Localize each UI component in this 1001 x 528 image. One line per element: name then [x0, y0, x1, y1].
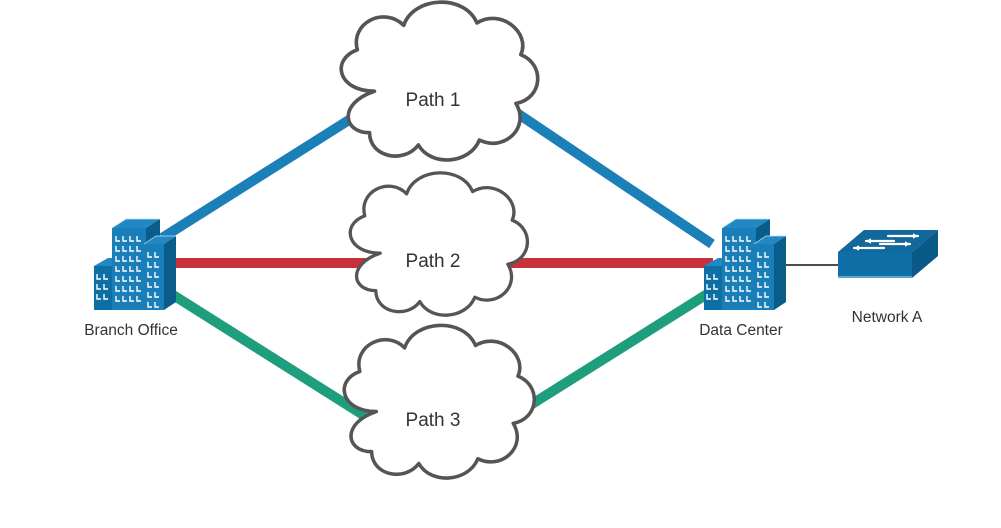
network-switch-icon	[836, 228, 940, 280]
link-path3-to-datacenter	[502, 286, 715, 426]
node-branch-office[interactable]: Branch Office	[84, 218, 178, 339]
cloud-path3[interactable]: Path 3	[342, 323, 537, 480]
cloud-shape-path3	[342, 323, 537, 480]
link-path1-to-datacenter	[502, 100, 715, 249]
office-building-icon	[703, 218, 787, 311]
network-a-label: Network A	[852, 309, 923, 326]
node-data-center[interactable]: Data Center	[699, 218, 787, 339]
link-branch-to-path3	[159, 283, 371, 423]
link-layer	[159, 100, 843, 426]
node-network-a[interactable]: Network A	[836, 228, 940, 326]
link-branch-to-path1	[159, 103, 371, 243]
cloud-label-path3: Path 3	[406, 410, 461, 431]
cloud-shape-path2	[348, 171, 530, 317]
data-center-label: Data Center	[699, 322, 783, 339]
cloud-path1[interactable]: Path 1	[339, 0, 540, 162]
cloud-label-path1: Path 1	[406, 90, 461, 111]
cloud-path2[interactable]: Path 2	[348, 171, 530, 317]
cloud-label-path2: Path 2	[406, 251, 461, 272]
cloud-shape-path1	[339, 0, 540, 162]
branch-office-label: Branch Office	[84, 322, 178, 339]
